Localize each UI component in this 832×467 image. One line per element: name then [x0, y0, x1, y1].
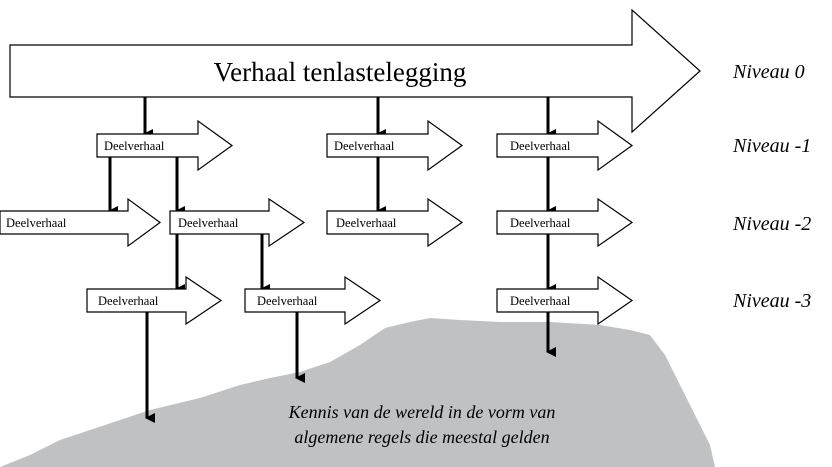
- substory-arrow: [96, 119, 234, 172]
- substory-arrow: [169, 197, 306, 248]
- knowledge-text-line-1: Kennis van de wereld in de vorm van: [288, 402, 556, 422]
- knowledge-text-line-2: algemene regels die meestal gelden: [294, 427, 549, 447]
- substory-arrow: [86, 275, 223, 326]
- world-knowledge-ground: [0, 318, 715, 467]
- substory-label: Deelverhaal: [257, 294, 318, 308]
- substory-label: Deelverhaal: [510, 216, 571, 230]
- substory-arrow: [496, 119, 634, 172]
- substory-label: Deelverhaal: [104, 139, 165, 153]
- substory-label: Deelverhaal: [6, 216, 67, 230]
- substory-arrow: [0, 197, 162, 248]
- substory-arrow: [244, 275, 382, 326]
- connector-arrows: [108, 97, 556, 423]
- substory-label: Deelverhaal: [510, 139, 571, 153]
- substory-arrow: [496, 197, 634, 248]
- substory-arrow: [326, 197, 464, 248]
- main-story-arrow: [9, 8, 701, 134]
- substory-label: Deelverhaal: [178, 216, 239, 230]
- substory-label: Deelverhaal: [510, 294, 571, 308]
- substory-arrows: [0, 119, 634, 326]
- level-label-minus-2: Niveau -2: [732, 213, 811, 235]
- level-label-minus-1: Niveau -1: [732, 135, 811, 157]
- substory-arrow: [326, 119, 464, 172]
- substory-label: Deelverhaal: [98, 294, 159, 308]
- substory-label: Deelverhaal: [336, 216, 397, 230]
- main-story-label: Verhaal tenlastelegging: [214, 57, 467, 87]
- level-label-minus-3: Niveau -3: [732, 290, 811, 312]
- level-label-0: Niveau 0: [732, 61, 805, 83]
- substory-label: Deelverhaal: [334, 139, 395, 153]
- substory-arrow: [496, 275, 634, 326]
